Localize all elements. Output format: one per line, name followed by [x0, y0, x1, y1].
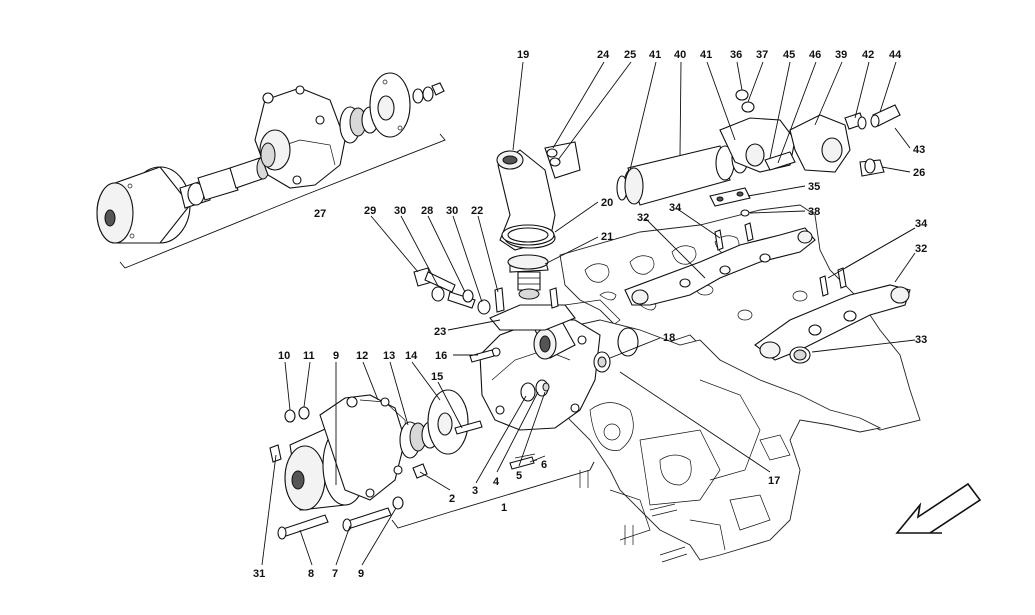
callout-31: 31: [253, 568, 265, 580]
callout-46: 46: [809, 49, 821, 61]
callout-11: 11: [303, 350, 315, 362]
callout-30: 30: [446, 205, 458, 217]
callout-1: 1: [501, 502, 507, 514]
bolt-stack: [413, 267, 491, 315]
callout-43: 43: [913, 144, 925, 156]
engine-block: [514, 204, 921, 563]
callout-12: 12: [356, 350, 368, 362]
callout-4: 4: [493, 476, 500, 488]
callout-8: 8: [308, 568, 314, 580]
callout-37: 37: [756, 49, 768, 61]
water-manifolds: [624, 222, 911, 364]
callout-26: 26: [913, 167, 925, 179]
callout-42: 42: [862, 49, 874, 61]
callout-9: 9: [333, 350, 339, 362]
callout-18: 18: [663, 332, 675, 344]
callout-21: 21: [601, 231, 613, 243]
callout-29: 29: [364, 205, 376, 217]
direction-arrow-icon: [895, 482, 982, 534]
main-water-pump: [269, 389, 595, 540]
callout-5: 5: [516, 470, 522, 482]
callout-35: 35: [808, 181, 820, 193]
callout-39: 39: [835, 49, 847, 61]
callout-25: 25: [624, 49, 636, 61]
callout-30: 30: [394, 205, 406, 217]
callout-20: 20: [601, 197, 613, 209]
callout-32: 32: [637, 212, 649, 224]
callout-41: 41: [649, 49, 661, 61]
callout-23: 23: [434, 326, 446, 338]
callout-32: 32: [915, 243, 927, 255]
callout-27: 27: [314, 208, 326, 220]
callout-34: 34: [915, 218, 928, 230]
callout-17: 17: [768, 475, 780, 487]
callout-22: 22: [471, 205, 483, 217]
callout-34: 34: [669, 202, 682, 214]
callout-33: 33: [915, 334, 927, 346]
callout-2: 2: [449, 493, 455, 505]
callout-6: 6: [541, 459, 547, 471]
callout-45: 45: [783, 49, 795, 61]
callout-16: 16: [435, 350, 447, 362]
pump-cover: [454, 287, 639, 470]
callout-labels: 19 24 25 41 40 41 36 37 45 46 39 42 44 4…: [253, 49, 928, 580]
leader-lines: [261, 61, 916, 566]
callout-19: 19: [517, 49, 529, 61]
callout-44: 44: [889, 49, 902, 61]
callout-36: 36: [730, 49, 742, 61]
callout-14: 14: [405, 350, 418, 362]
callout-40: 40: [674, 49, 686, 61]
callout-13: 13: [383, 350, 395, 362]
callout-10: 10: [278, 350, 290, 362]
callout-3: 3: [472, 485, 478, 497]
coolant-pipe: [616, 89, 901, 217]
callout-9: 9: [358, 568, 364, 580]
callout-28: 28: [421, 205, 433, 217]
callout-41: 41: [700, 49, 712, 61]
callout-24: 24: [597, 49, 610, 61]
inset-pump-assembly: [96, 72, 446, 269]
callout-38: 38: [808, 206, 820, 218]
callout-15: 15: [431, 371, 443, 383]
callout-7: 7: [332, 568, 338, 580]
